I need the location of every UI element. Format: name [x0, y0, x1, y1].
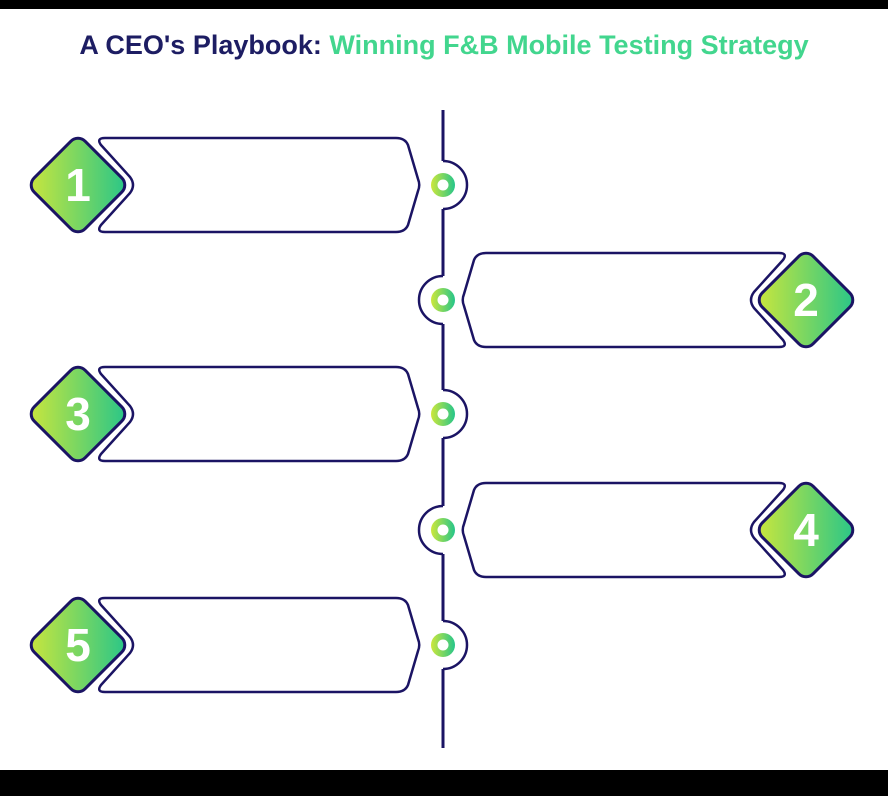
node-arc	[442, 619, 469, 671]
item-number: 3	[65, 388, 91, 440]
number-diamond	[29, 596, 127, 694]
item-number: 1	[65, 159, 91, 211]
item-number: 2	[793, 274, 819, 326]
banner-shape	[461, 481, 787, 579]
banner-shape	[461, 251, 787, 349]
timeline-item-1: 1	[29, 136, 469, 234]
timeline-item-5: 5	[29, 596, 469, 694]
number-diamond	[757, 481, 855, 579]
bottom-edge-bar	[0, 770, 888, 796]
node-arc	[442, 159, 469, 211]
number-diamond	[29, 365, 127, 463]
banner-shape	[97, 365, 421, 463]
banner-shape	[97, 136, 421, 234]
title-prefix: A CEO's Playbook:	[79, 30, 330, 60]
item-number: 4	[793, 504, 819, 556]
item-number: 5	[65, 619, 91, 671]
node-ring-center	[437, 179, 449, 191]
node-arc	[417, 504, 444, 556]
node-arc	[417, 274, 444, 326]
number-diamond	[29, 136, 127, 234]
timeline-item-2: 2	[417, 251, 855, 349]
top-edge-bar	[0, 0, 888, 9]
node-arc	[442, 388, 469, 440]
node-ring-center	[437, 408, 449, 420]
number-diamond	[757, 251, 855, 349]
timeline-item-4: 4	[417, 481, 855, 579]
node-ring-center	[437, 294, 449, 306]
banner-shape	[97, 596, 421, 694]
node-ring-center	[437, 524, 449, 536]
timeline-item-3: 3	[29, 365, 469, 463]
node-ring-center	[437, 639, 449, 651]
title-highlight: Winning F&B Mobile Testing Strategy	[329, 30, 809, 60]
page-title: A CEO's Playbook: Winning F&B Mobile Tes…	[0, 30, 888, 61]
